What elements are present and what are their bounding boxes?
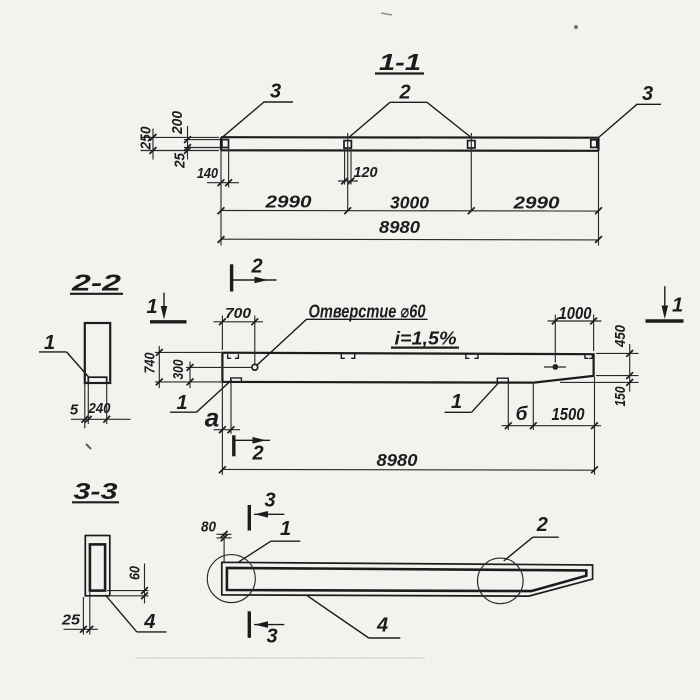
embed-mark (227, 354, 232, 359)
dim-300: 300 (170, 359, 187, 380)
cut-3-bottom-label: 3 (266, 626, 277, 648)
scan-artifacts (85, 12, 578, 659)
label-4-leader (104, 594, 138, 633)
dim-250: 250 (138, 126, 155, 151)
embed-mark (474, 354, 479, 359)
dim-a-label: а (205, 403, 219, 433)
dim-25: 25 (61, 611, 81, 628)
cut-1-right-label: 1 (672, 295, 683, 317)
label-2-leader-right (426, 101, 473, 139)
dim-span-left: 2990 (264, 192, 311, 212)
dim-b-label: б (516, 404, 529, 425)
dim-140: 140 (197, 165, 219, 182)
hole-note-leader (255, 318, 307, 367)
embed-mark (589, 354, 594, 359)
section-3-3: 3-3 60 25 4 (61, 478, 167, 635)
dim-total: 8980 (379, 217, 420, 237)
embed-mark (234, 354, 240, 359)
position-label-1-right: 1 (451, 391, 462, 413)
dim-700: 700 (225, 305, 252, 322)
position-label-3-left: 3 (270, 81, 281, 103)
dim-5: 5 (70, 402, 79, 419)
section-2-2-title: 2-2 (71, 270, 122, 296)
cut-3-top-label: 3 (264, 490, 275, 512)
cut-1-left-label: 1 (146, 296, 157, 318)
dim-total: 8980 (377, 450, 418, 470)
dim-740: 740 (141, 352, 158, 374)
position-label-2: 2 (398, 82, 410, 104)
scan-speck (380, 12, 393, 16)
plan-inner-outline (225, 566, 588, 593)
label-3-right-leader (598, 103, 638, 138)
bottom-embed-mark-left (230, 377, 243, 382)
position-label-1: 1 (44, 332, 55, 354)
plan-outer-outline (220, 561, 594, 597)
ink-layer: 1-1 3 2 3 (39, 12, 684, 659)
dim-1000: 1000 (559, 303, 592, 323)
position-label-4: 4 (376, 615, 388, 637)
dim-line-total (222, 468, 595, 471)
label-1-leader (237, 540, 272, 564)
section-3-3-title: 3-3 (74, 478, 118, 504)
detail-circle-left (206, 554, 256, 604)
dim-span-right: 2990 (512, 193, 559, 213)
label-3-left-leader (221, 101, 265, 138)
embed-mark (351, 354, 356, 359)
plan-view: 3 3 80 1 2 4 (201, 490, 594, 648)
dim-line-spans (220, 209, 599, 212)
label-1-leader (65, 351, 90, 378)
position-label-3-right: 3 (642, 83, 653, 105)
section-2-2-bottom-plate (87, 376, 108, 384)
dim-80: 80 (201, 518, 217, 535)
bottom-embed-mark-right (496, 377, 509, 382)
hole-note: Отверстие ⌀60 (309, 301, 427, 322)
hole-left (251, 363, 259, 372)
dim-line-total (220, 238, 599, 241)
position-label-2: 2 (536, 514, 548, 536)
embed-mark (340, 354, 345, 359)
dim-1500: 1500 (552, 404, 585, 424)
dim-25: 25 (172, 152, 189, 168)
view-1-1-title: 1-1 (379, 49, 421, 75)
dim-60: 60 (126, 565, 143, 580)
embed-plate-right (589, 138, 598, 149)
dim-120: 120 (354, 164, 379, 181)
detail-circle-right (476, 557, 524, 605)
section-3-3-inner (88, 543, 107, 592)
label-1-right-leader (470, 381, 501, 413)
beam-top-edge (220, 136, 599, 139)
dim-150: 150 (612, 386, 629, 407)
beam-elevation-outline (221, 351, 595, 384)
elevation-view: 2 2 1 1 700 Отверстие ⌀60 (141, 256, 684, 475)
slope-note: i=1,5% (395, 328, 457, 349)
label-1-left-leader (196, 379, 233, 413)
scan-speck (574, 25, 578, 29)
position-label-1-left: 1 (176, 392, 187, 414)
scan-speck (85, 443, 92, 450)
section-2-2: 2-2 1 5 240 (39, 270, 131, 429)
dim-450: 450 (612, 324, 629, 347)
top-edge-embed-marks (227, 354, 594, 359)
embed-mark (465, 354, 470, 359)
position-label-4: 4 (143, 611, 155, 633)
label-2-leader-left (347, 101, 391, 139)
dim-200: 200 (169, 110, 186, 135)
section-3-3-outer (84, 534, 111, 597)
label-4-leader (306, 594, 370, 639)
cut-2-top-label: 2 (250, 256, 262, 278)
label-2-leader (503, 536, 534, 562)
dim-span-mid: 3000 (390, 193, 429, 213)
cut-2-bottom-label: 2 (251, 443, 263, 465)
embed-mark (584, 354, 589, 359)
embed-plate-left (221, 138, 230, 149)
view-1-1: 1-1 3 2 3 (138, 49, 661, 246)
dim-240: 240 (88, 400, 111, 417)
beam-bottom-edge (220, 149, 599, 152)
position-label-1: 1 (280, 518, 291, 540)
